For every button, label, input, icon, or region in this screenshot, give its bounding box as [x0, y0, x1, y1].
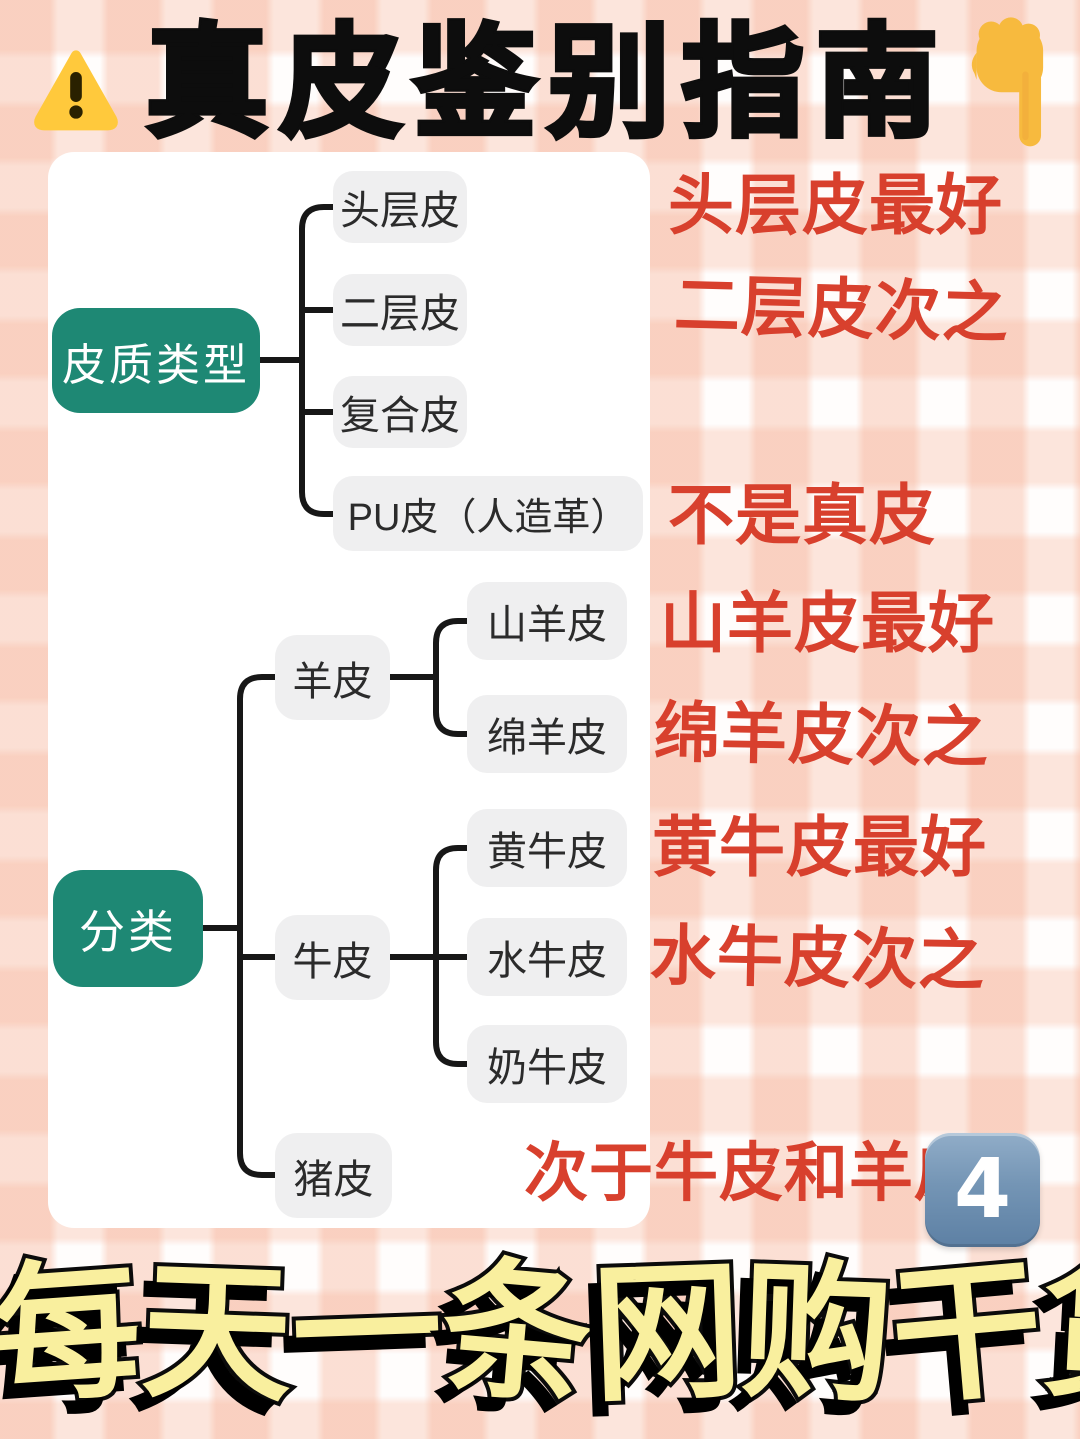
node-classification-root: 分类	[53, 870, 203, 987]
node-lambskin: 绵羊皮	[467, 695, 627, 773]
annotation-buffalo-second: 水牛皮次之	[649, 918, 986, 998]
footer-char: 每	[0, 1238, 152, 1430]
footer-char: 网	[585, 1240, 749, 1427]
node-goatskin: 山羊皮	[467, 582, 627, 660]
annotation-top-grain-best: 头层皮最好	[668, 168, 1003, 242]
node-split-leather: 二层皮	[333, 274, 467, 346]
pointing-down-icon	[962, 14, 1066, 156]
footer-char: 货	[1034, 1239, 1080, 1429]
node-buffalo-hide: 水牛皮	[467, 918, 627, 996]
footer-char: 干	[881, 1237, 1054, 1431]
node-sheepskin: 羊皮	[275, 635, 390, 720]
annotation-goat-best: 山羊皮最好	[660, 586, 995, 660]
annotation-split-second: 二层皮次之	[673, 267, 1010, 351]
footer-char: 一	[285, 1240, 449, 1427]
node-leather-type-root: 皮质类型	[52, 308, 260, 413]
keycap-4-badge: 4	[925, 1133, 1040, 1247]
node-yellow-cattle-hide: 黄牛皮	[467, 809, 627, 887]
node-dairy-cow-hide: 奶牛皮	[467, 1025, 627, 1103]
node-top-grain-leather: 头层皮	[333, 171, 467, 243]
footer-char: 条	[431, 1237, 604, 1431]
annotation-sheep-second: 绵羊皮次之	[653, 695, 990, 775]
page-title: 真皮鉴别指南	[144, 15, 950, 151]
annotation-pig-lesser: 次于牛皮和羊皮	[524, 1137, 979, 1209]
node-cowhide: 牛皮	[275, 915, 390, 1000]
node-bonded-leather: 复合皮	[333, 376, 467, 448]
footer-banner: 每 天 一 条 网 购 干 货	[0, 1237, 1080, 1431]
annotation-yellow-cattle-best: 黄牛皮最好	[652, 810, 987, 884]
annotation-pu-not-leather: 不是真皮	[668, 478, 936, 552]
warning-triangle-icon	[26, 42, 126, 142]
node-pigskin: 猪皮	[275, 1133, 392, 1218]
footer-char: 天	[135, 1240, 299, 1427]
node-pu-leather: PU皮（人造革）	[333, 476, 643, 551]
footer-char: 购	[735, 1240, 899, 1427]
keycap-4-value: 4	[953, 1142, 1012, 1237]
